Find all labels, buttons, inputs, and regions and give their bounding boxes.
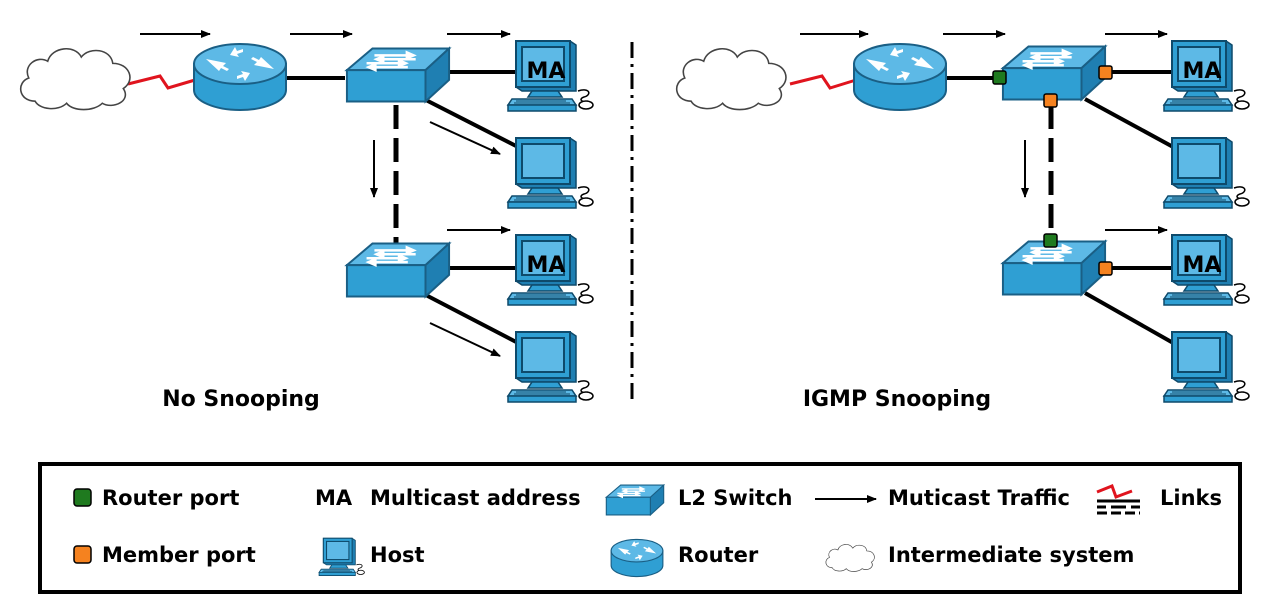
member-port-marker [1098,65,1113,80]
link [1084,291,1176,346]
member-port-marker [1098,261,1113,276]
router-port-marker [1043,233,1058,248]
member-port-swatch [73,545,92,564]
link [1084,97,1176,150]
router-port-swatch [73,488,92,507]
host-ma-label: MA [527,253,566,278]
l2-switch [1001,240,1107,296]
host-ma-label: MA [1183,253,1222,278]
link [419,95,521,150]
l2-switch [345,242,451,298]
traffic-arrow [429,121,501,155]
host [1163,137,1250,209]
host-ma-label: MA [1183,59,1222,84]
right-panel-title: IGMP Snooping [803,387,991,412]
legend-multicast-traffic: Muticast Traffic [888,486,1070,510]
left-panel: MA MA No Snooping [19,30,594,412]
host-ma-label: MA [527,59,566,84]
traffic-arrow [429,322,501,357]
legend-ma-abbr: MA [315,486,353,510]
legend-router: Router [678,543,759,567]
l2-switch-legend-icon [605,484,665,516]
wan-link [127,74,196,90]
intermediate-system-cloud [675,47,787,111]
router-port-marker [992,70,1007,85]
host [1163,331,1250,403]
wan-link [789,74,857,90]
legend: Router port MA Multicast address L2 Swit… [38,462,1242,594]
legend-host: Host [370,543,425,567]
right-panel: MA MA IGMP Snooping [675,30,1250,412]
legend-links: Links [1160,486,1222,510]
router-legend-icon [610,538,664,578]
legend-l2-switch: L2 Switch [678,486,792,510]
router [853,43,947,111]
legend-member-port: Member port [102,543,256,567]
legend-intermediate-system: Intermediate system [888,543,1134,567]
left-panel-title: No Snooping [162,387,320,412]
legend-router-port: Router port [102,486,239,510]
router [193,43,287,111]
l2-switch [345,47,451,103]
intermediate-system-cloud [19,47,131,111]
member-port-marker [1043,93,1058,108]
legend-multicast-address: Multicast address [370,486,581,510]
link [419,290,521,346]
host [507,331,594,403]
host [507,137,594,209]
l2-switch [1001,45,1107,101]
links-legend-icon [1096,484,1140,515]
